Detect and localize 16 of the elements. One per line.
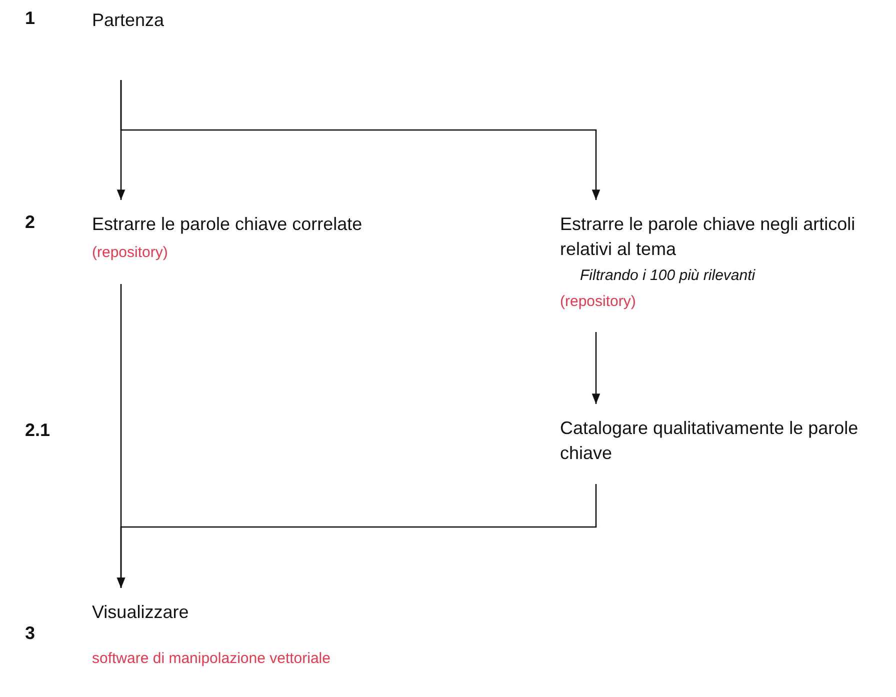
tool-reference: (repository): [560, 292, 636, 312]
tool-reference: software di manipolazione vettoriale: [92, 649, 330, 669]
step-title: Estrarre le parole chiave correlate: [92, 213, 362, 236]
step-note: Filtrando i 100 più rilevanti: [580, 266, 756, 286]
arrow: [120, 80, 600, 200]
arrow: [116, 484, 597, 588]
step-number: 3: [25, 623, 36, 644]
step-title: Catalogare qualitativamente le parole chiave: [560, 417, 860, 465]
step-number: 2.1: [25, 420, 50, 441]
step-number: 2: [25, 212, 36, 233]
step-number: 1: [25, 8, 36, 29]
tool-reference: (repository): [92, 243, 168, 263]
step-title: Visualizzare: [92, 601, 189, 624]
arrow: [592, 332, 600, 404]
step-title: Partenza: [92, 9, 164, 32]
step-title: Estrarre le parole chiave negli articoli relativi al tema: [560, 213, 856, 261]
